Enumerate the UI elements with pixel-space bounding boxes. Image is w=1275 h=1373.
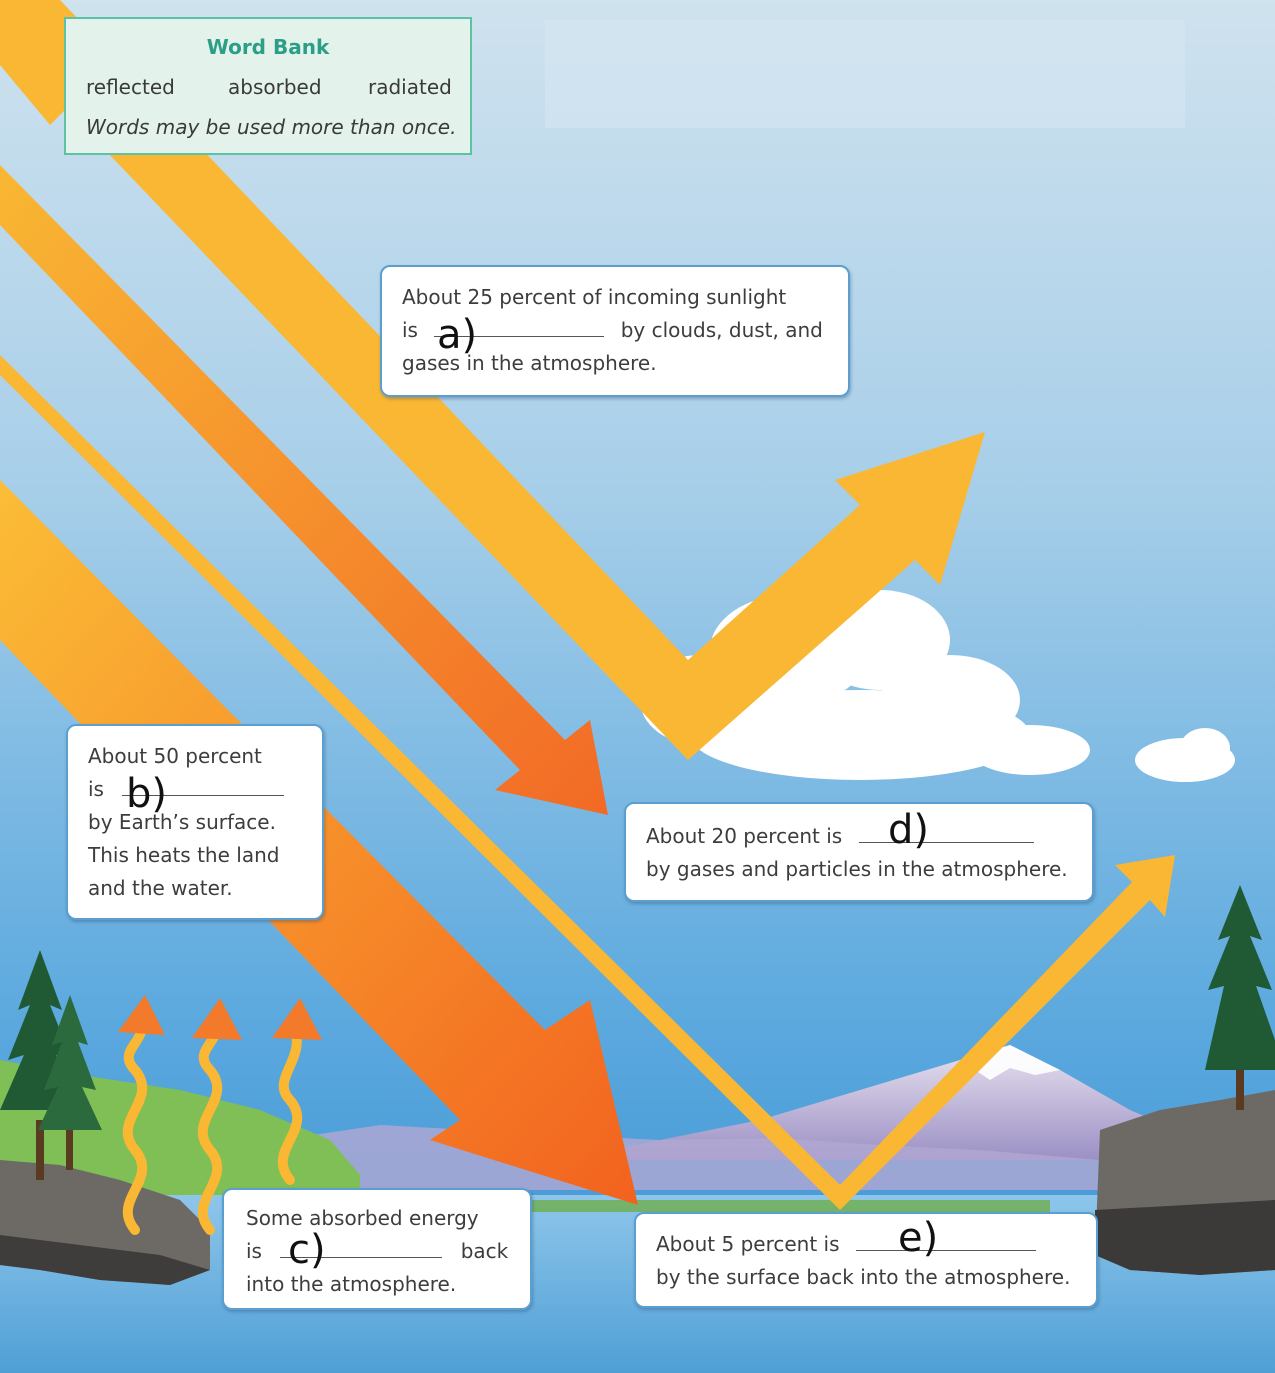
small-cloud (1135, 728, 1235, 782)
word-bank-note: Words may be used more than once. (86, 115, 457, 139)
callout-e-line1: About 5 percent is (656, 1232, 840, 1256)
callout-a-is: is (402, 318, 418, 342)
answer-label-b: b) (126, 771, 167, 817)
callout-reflected-by-clouds: About 25 percent of incoming sunlight is… (380, 265, 850, 397)
absorbed-by-atmosphere-arrow (0, 165, 608, 815)
blank-d[interactable] (858, 822, 1034, 843)
answer-label-e: e) (898, 1215, 939, 1261)
callout-b-line3: by Earth’s surface. (88, 810, 276, 834)
word-bank-word-radiated: radiated (368, 75, 452, 99)
word-bank-word-reflected: reflected (86, 75, 175, 99)
mountain (560, 1045, 1240, 1160)
callout-b-line1: About 50 percent (88, 744, 262, 768)
word-bank-title: Word Bank (206, 35, 330, 59)
callout-c-line1: Some absorbed energy (246, 1206, 479, 1230)
callout-e-line2: by the surface back into the atmosphere. (656, 1265, 1071, 1289)
tree-left-2 (38, 995, 102, 1170)
callout-absorbed-by-atmosphere: About 20 percent is by gases and particl… (624, 802, 1094, 902)
callout-c-line2: back (460, 1239, 509, 1263)
callout-b-line4: This heats the land (88, 843, 280, 867)
blank-a[interactable] (434, 316, 605, 337)
answer-label-c: c) (288, 1227, 326, 1273)
callout-d-line2: by gases and particles in the atmosphere… (646, 857, 1068, 881)
callout-d-line1: About 20 percent is (646, 824, 843, 848)
callout-reflected-by-surface: About 5 percent is by the surface back i… (634, 1212, 1098, 1308)
callout-b-is: is (88, 777, 104, 801)
left-land (0, 1060, 360, 1200)
word-bank-word-absorbed: absorbed (228, 75, 322, 99)
callout-a-line3: gases in the atmosphere. (402, 351, 657, 375)
answer-label-d: d) (888, 807, 929, 853)
callout-a-line1: About 25 percent of incoming sunlight (402, 285, 787, 309)
word-bank: Word Bank reflected absorbed radiated Wo… (64, 17, 472, 155)
blank-c[interactable] (280, 1237, 443, 1258)
answer-label-a: a) (437, 312, 478, 358)
page-bleed (545, 20, 1185, 128)
blank-e[interactable] (855, 1230, 1036, 1251)
blank-b[interactable] (122, 775, 285, 796)
callout-c-is: is (246, 1239, 262, 1263)
top-yellow-ray (0, 40, 70, 125)
callout-b-line5: and the water. (88, 876, 233, 900)
left-rocks-shadow (0, 1235, 210, 1285)
shore (500, 1200, 1050, 1212)
right-rocks-shadow (1095, 1200, 1275, 1275)
radiated-arrowheads (118, 995, 322, 1040)
callout-c-line3: into the atmosphere. (246, 1272, 457, 1296)
callout-absorbed-by-surface: About 50 percent is by Earth’s surface. … (66, 724, 324, 920)
tree-right (1205, 885, 1275, 1110)
callout-radiated-back: Some absorbed energy is back into the at… (222, 1188, 532, 1310)
callout-a-line2: by clouds, dust, and (620, 318, 823, 342)
radiated-heat-arrows (122, 1015, 303, 1235)
